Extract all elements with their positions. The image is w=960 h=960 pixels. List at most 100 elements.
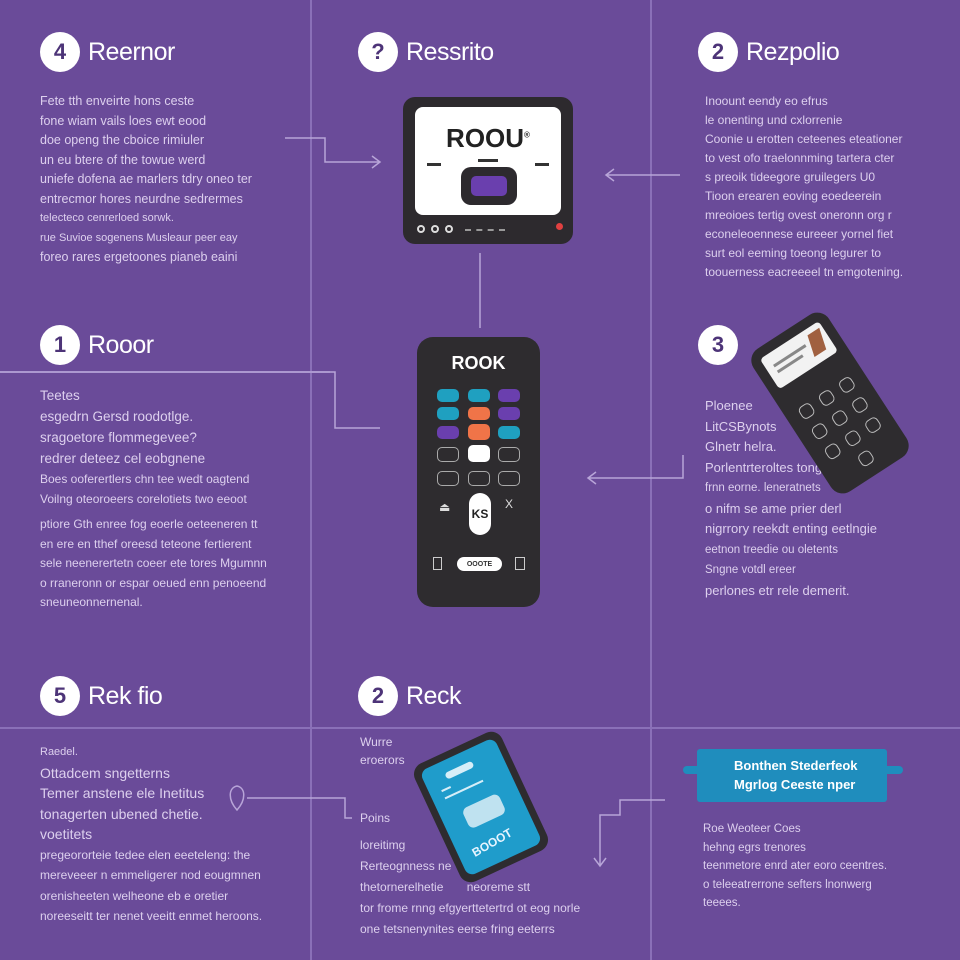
- text-line: sneuneonnernenal.: [40, 595, 143, 609]
- remote-button: [437, 471, 459, 486]
- text-line: Coonie u erotten ceteenes eteationer: [705, 132, 903, 146]
- text-line: le onenting und cxlorrenie: [705, 113, 843, 127]
- text-line: Raedel.: [40, 746, 78, 758]
- step-number-badge: 4: [40, 32, 80, 72]
- section-body-reck-top: Wurre eroerors: [360, 733, 405, 769]
- text-line: Temer anstene ele Inetitus: [40, 785, 205, 801]
- text-line: tor frome rnng efgyerttetertrd ot eog no…: [360, 901, 581, 915]
- text-line: nigrrory reekdt enting eetlngie: [705, 521, 877, 536]
- section-title: Rooor: [88, 330, 154, 359]
- text-line: Roe Weoteer Coes: [703, 823, 801, 835]
- remote-pill-button: OOOTE: [457, 557, 502, 571]
- document-icon: [433, 557, 442, 570]
- text-line: Fete tth enveirte hons ceste: [40, 94, 195, 108]
- section-body-rooor: Teetes esgedrn Gersd roodotlge. sragoeto…: [40, 385, 205, 469]
- remote-button: [498, 389, 520, 402]
- section-title: Rek fio: [88, 681, 163, 710]
- section-body-banner: Roe Weoteer Coes hehng egrs trenores tee…: [703, 820, 887, 913]
- text-line: eroerors: [360, 753, 405, 767]
- text-line: Ottadcem sngetterns: [40, 764, 170, 781]
- remote-button: [468, 445, 490, 462]
- text-line: teenmetore enrd ater eoro ceentres.: [703, 860, 888, 872]
- text-line: Voilng oteoroeers corelotiets two eeoot: [40, 491, 247, 506]
- section-title: Reernor: [88, 37, 175, 66]
- step-number-badge: 2: [698, 32, 738, 72]
- text-line: o rraneronn or espar oeued enn penoeend: [40, 575, 267, 590]
- tv-brand: ROOU®: [446, 123, 530, 153]
- text-line: Porlentrteroltes tong: [705, 459, 823, 475]
- section-header-3: 3: [698, 325, 738, 365]
- arrow-down-bottom: [593, 799, 665, 868]
- text-line: s preoik tideegore gruilegers U0: [705, 170, 876, 184]
- text-line: uniefe dofena ae marlers tdry oneo ter: [40, 172, 252, 186]
- text-line: o nifm se ame prier derl: [705, 500, 842, 516]
- remote-button: [468, 407, 490, 420]
- text-line: esgedrn Gersd roodotlge.: [40, 409, 194, 424]
- remote-button: [437, 426, 459, 439]
- remote-button: [468, 389, 490, 402]
- remote-ok-button: KS: [469, 493, 491, 535]
- section-title: Rezpolio: [746, 37, 840, 66]
- arrow-from-right: [604, 168, 680, 182]
- remote-button: [468, 424, 490, 440]
- section-body-reernor: Fete tth enveirte hons ceste fone wiam v…: [40, 92, 252, 268]
- remote-button: [437, 407, 459, 420]
- remote-button: [437, 447, 459, 462]
- remote-button: [498, 426, 520, 439]
- text-line: Poins: [360, 811, 391, 825]
- text-line: frnn eorne. leneratnets: [705, 482, 821, 494]
- eject-icon: ⏏: [439, 500, 451, 514]
- text-line: voetitets: [40, 826, 93, 842]
- streaming-box-icon: [461, 167, 517, 205]
- text-line: telecteco cenrerloed sorwk.: [40, 212, 174, 224]
- text-line: un eu btere of the towue werd: [40, 152, 206, 167]
- text-line: noreeseitt ter nenet veeitt enmet heroon…: [40, 909, 263, 923]
- step-number-badge: 3: [698, 325, 738, 365]
- section-title: Ressrito: [406, 37, 494, 66]
- section-body-3: Ploenee LitCSBynots Glnetr helra. Porlen…: [705, 396, 877, 601]
- text-line: Boes ooferertlers chn tee wedt oagtend: [40, 472, 250, 486]
- remote-button: [498, 447, 520, 462]
- remote-button: [468, 471, 490, 486]
- text-line: Sngne votdl ereer: [705, 564, 796, 576]
- text-line: foreo rares ergetoones pianeb eaini: [40, 250, 238, 264]
- text-line: one tetsnenynites eerse fring eeterrs: [360, 922, 555, 936]
- text-line: Glnetr helra.: [705, 439, 777, 454]
- section-header-rek-fio: 5 Rek fio: [40, 676, 163, 716]
- mobile-brand: BOOOT: [469, 825, 515, 860]
- banner-line: Bonthen Stederfeok: [734, 758, 858, 773]
- remote-button: [437, 389, 459, 402]
- text-line: Rerteognness ne: [360, 859, 452, 873]
- section-title: Reck: [406, 681, 461, 710]
- text-line: loreitimg: [360, 838, 406, 852]
- text-line: perlones etr rele demerit.: [705, 582, 850, 598]
- text-line: entrecmor hores neurdne sedrermes: [40, 191, 243, 206]
- step-number-badge: ?: [358, 32, 398, 72]
- document-icon: [515, 557, 525, 570]
- text-line: eetnon treedie ou oletents: [705, 543, 838, 556]
- tv-screen: ROOU®: [415, 107, 561, 215]
- text-line: mereveeer n emmeligerer nod eougmnen: [40, 868, 261, 882]
- step-number-badge: 2: [358, 676, 398, 716]
- section-header-reck: 2 Reck: [358, 676, 461, 716]
- text-line: redrer deteez cel eobgnene: [40, 451, 206, 466]
- text-line: Inoount eendy eo efrus: [705, 94, 828, 108]
- remote-brand: ROOK: [451, 353, 506, 373]
- text-line: en ere en tthef oreesd teteone fertieren…: [40, 536, 252, 551]
- power-led: [556, 223, 563, 230]
- text-line: Tioon erearen eoving eoedeerein: [705, 189, 882, 203]
- text-line: pregeororteie tedee elen eeeteleng: the: [40, 847, 251, 862]
- text-line: thetornerelhetie neoreme stt: [360, 880, 531, 894]
- remote-button: [498, 407, 520, 420]
- text-line: Wurre: [360, 735, 393, 749]
- text-line: rue Suvioe sogenens Musleaur peer eay: [40, 231, 238, 244]
- text-line: orenisheeten welheone eb e oretier: [40, 888, 229, 903]
- section-body-rek-fio: Raedel. Ottadcem sngetterns Temer ansten…: [40, 742, 262, 927]
- text-line: Ploenee: [705, 398, 753, 413]
- section-header-reernor: 4 Reernor: [40, 32, 175, 72]
- text-line: mreoioes tertig ovest oneronn org r: [705, 208, 892, 222]
- text-line: econeleoennese eureeer yornel fiet: [705, 227, 894, 241]
- column-divider-left: [310, 0, 312, 960]
- section-header-rooor: 1 Rooor: [40, 325, 154, 365]
